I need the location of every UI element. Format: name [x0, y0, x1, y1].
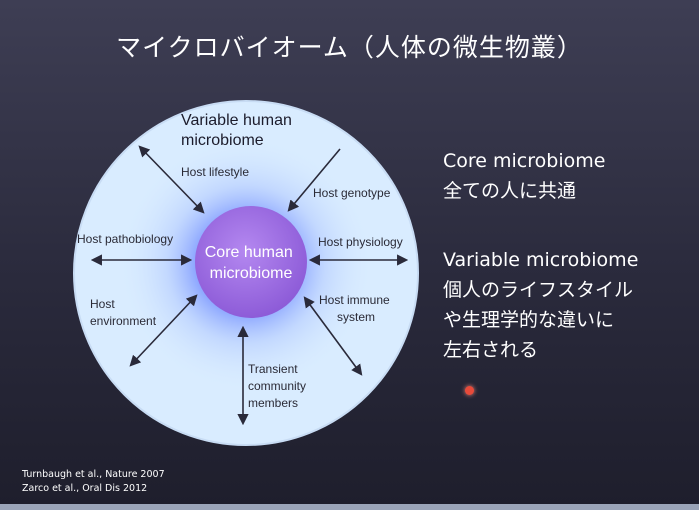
factor-line: Host lifestyle — [181, 165, 249, 179]
variable-desc-line: 左右される — [443, 339, 539, 361]
arrow-lifestyle — [138, 145, 205, 214]
factor-line: Host — [90, 297, 115, 311]
variable-description: Variable microbiome 個人のライフスタイル や生理学的な違いに… — [443, 245, 638, 365]
arrow-immune — [303, 296, 363, 376]
slide-title: マイクロバイオーム（人体の微生物叢） — [116, 33, 583, 62]
citation-line: Zarco et al., Oral Dis 2012 — [22, 483, 148, 494]
core-desc: 全ての人に共通 — [443, 180, 577, 202]
factor-physiology: Host physiology — [318, 235, 403, 249]
arrow-environment — [129, 294, 198, 367]
variable-desc-line: 個人のライフスタイル — [443, 279, 634, 301]
laser-pointer-dot — [465, 386, 474, 395]
outer-label: Variable human microbiome — [181, 112, 296, 149]
core-label: Core human microbiome — [205, 244, 298, 282]
variable-heading: Variable microbiome — [443, 249, 639, 271]
core-circle — [195, 206, 307, 318]
factor-pathobiology: Host pathobiology — [77, 232, 173, 246]
core-heading: Core microbiome — [443, 150, 606, 172]
factor-line: environment — [90, 314, 157, 328]
outer-label-line: Variable human — [181, 112, 292, 129]
factor-line: system — [337, 310, 375, 324]
factor-transient: Transient community members — [248, 362, 309, 410]
factor-line: Host immune — [319, 293, 390, 307]
factor-line: Transient — [248, 362, 298, 376]
factor-environment: Host environment — [90, 297, 157, 328]
core-description: Core microbiome 全ての人に共通 — [443, 146, 605, 206]
factor-line: Host pathobiology — [77, 232, 173, 246]
variable-desc-line: や生理学的な違いに — [443, 309, 615, 331]
outer-label-line: microbiome — [181, 132, 264, 149]
factor-line: Host genotype — [313, 186, 391, 200]
arrow-genotype — [287, 148, 341, 212]
factor-line: members — [248, 396, 298, 410]
core-label-line: microbiome — [210, 265, 293, 282]
factor-line: community — [248, 379, 306, 393]
core-label-line: Core human — [205, 244, 293, 261]
factor-genotype: Host genotype — [313, 186, 391, 200]
citation-line: Turnbaugh et al., Nature 2007 — [22, 469, 165, 480]
factor-lifestyle: Host lifestyle — [181, 165, 249, 179]
citations: Turnbaugh et al., Nature 2007 Zarco et a… — [22, 468, 165, 496]
factor-immune: Host immune system — [319, 293, 393, 324]
bottom-edge — [0, 504, 699, 510]
factor-line: Host physiology — [318, 235, 403, 249]
